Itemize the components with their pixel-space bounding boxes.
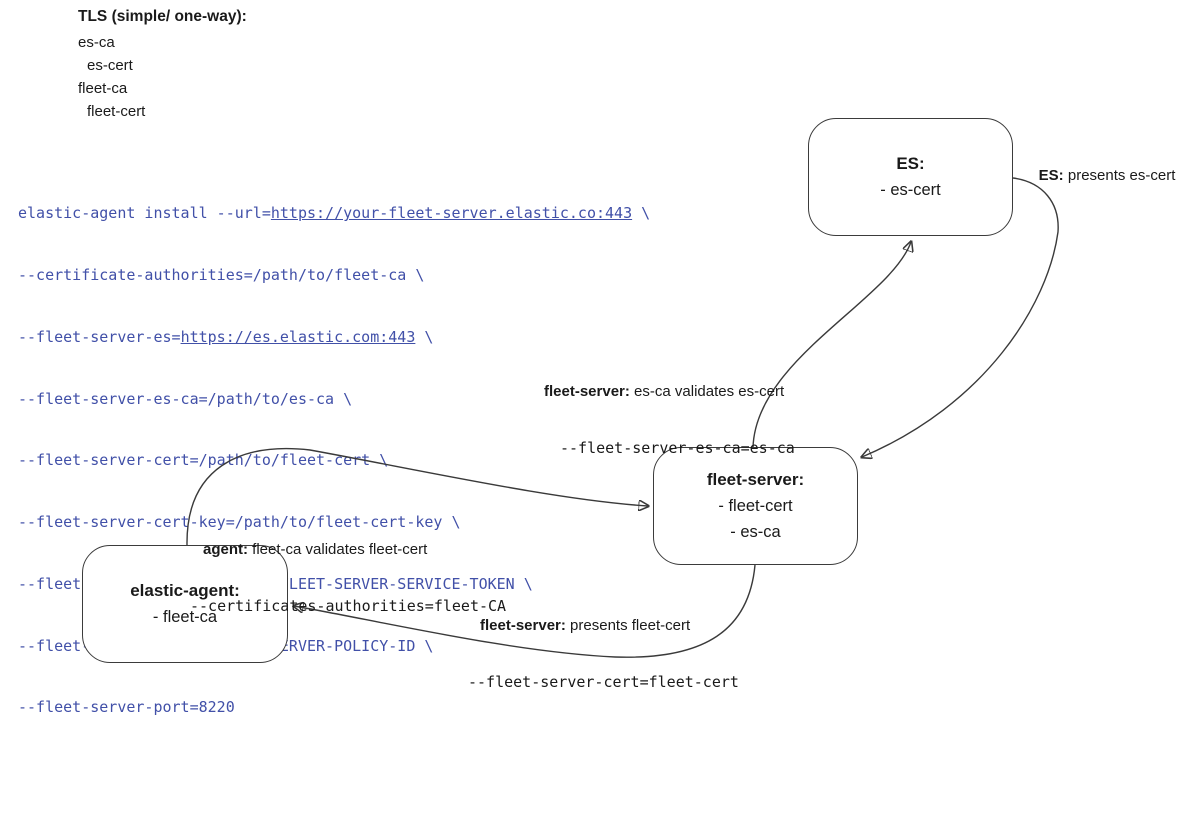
elastic-agent-node: elastic-agent: - fleet-ca [82, 545, 288, 663]
code-line: --fleet-server-cert=/path/to/fleet-cert … [18, 451, 389, 470]
cert-list-item: es-ca [78, 34, 115, 51]
arrow-es-to-fleet-server [862, 177, 1059, 457]
fleet-server-url-link[interactable]: https://your-fleet-server.elastic.co:443 [270, 204, 633, 223]
elastic-agent-node-item: - fleet-ca [152, 608, 218, 626]
cert-list-item: es-cert [87, 57, 133, 74]
es-url-link[interactable]: https://es.elastic.com:443 [180, 327, 416, 346]
code-line: elastic-agent install --url=https://your… [18, 204, 651, 223]
fleet-server-node-title: fleet-server: [706, 470, 805, 489]
cert-list-item: fleet-ca [78, 80, 128, 97]
label-fleet-server-validates-flag: --fleet-server-es-ca=es-ca [560, 439, 795, 457]
label-fleet-server-validates: fleet-server: es-ca validates es-cert --… [544, 383, 795, 457]
es-node-item: - es-cert [880, 181, 941, 199]
arrow-fleet-server-to-agent [294, 564, 756, 658]
fleet-server-node: fleet-server: - fleet-cert - es-ca [653, 447, 858, 565]
es-node: ES: - es-cert [808, 118, 1013, 236]
fleet-server-node-item: - fleet-cert [718, 497, 793, 515]
fleet-server-node-item: - es-ca [730, 523, 781, 541]
code-line: --fleet-server-cert-key=/path/to/fleet-c… [18, 513, 461, 532]
label-agent-validates-flag: --certificates-authorities=fleet-CA [190, 597, 507, 615]
code-line: --fleet-server-es-ca=/path/to/es-ca \ [18, 389, 353, 408]
label-fleet-server-presents-flag: --fleet-server-cert=fleet-cert [468, 673, 739, 691]
label-fleet-server-presents: fleet-server: presents fleet-cert --flee… [468, 617, 739, 691]
arrow-fleet-server-to-es [752, 242, 911, 449]
elastic-agent-node-title: elastic-agent: [130, 581, 240, 600]
code-line: --certificate-authorities=/path/to/fleet… [18, 265, 425, 284]
tls-mode-title: TLS (simple/ one-way): [78, 8, 247, 25]
label-es-presents: ES: presents es-cert [1038, 167, 1176, 184]
cert-list-item: fleet-cert [87, 103, 146, 120]
es-node-title: ES: [896, 154, 925, 173]
arrow-agent-to-fleet-server [186, 447, 648, 546]
cert-list: es-ca es-cert fleet-ca fleet-cert [78, 31, 145, 123]
label-agent-validates: agent: fleet-ca validates fleet-cert --c… [190, 541, 507, 615]
code-line: --fleet-server-port=8220 [18, 698, 235, 717]
code-line: --fleet-server-es=https://es.elastic.com… [18, 327, 434, 346]
